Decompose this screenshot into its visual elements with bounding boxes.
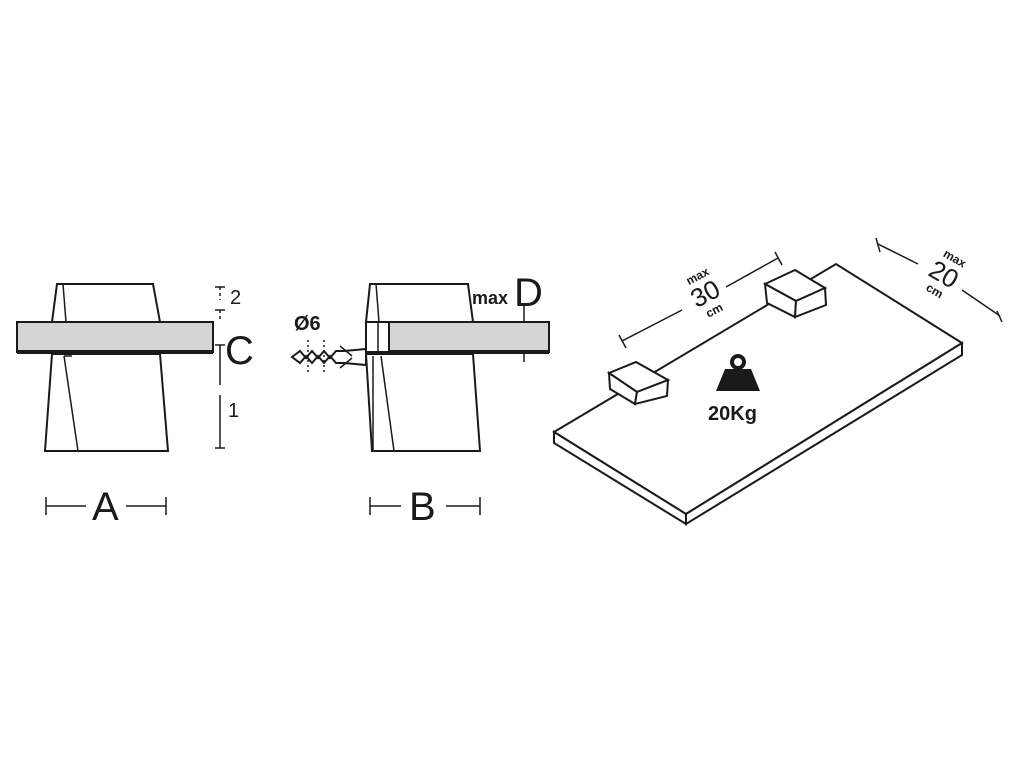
front-bracket-bottom [364,353,482,452]
side-bracket-bottom [43,353,170,452]
side-dim-top-label: 2 [230,287,241,309]
wall-plug-icon [290,340,367,372]
side-bracket-top [50,283,162,323]
weight-icon [716,354,760,391]
front-view: Ø6 max D B [290,271,550,529]
side-glass-label: C [225,329,254,373]
side-view: 2 C 1 A [16,283,254,529]
side-dim-bottom-label: 1 [228,400,239,422]
load-capacity-label: 20Kg [708,403,757,425]
side-width-label: A [92,485,119,529]
shelf-perspective: 20Kg max 30 cm max 20 cm [552,237,1003,526]
plug-diameter-label: Ø6 [294,313,321,335]
front-bracket-top [364,283,475,323]
front-width-label: B [409,485,436,529]
front-depth-prefix: max [472,288,508,308]
front-glass-shelf [388,321,550,353]
side-glass-shelf [16,321,214,353]
front-depth-label: D [514,271,543,315]
shelf-bracket-right [762,268,828,319]
shelf-bracket-left [606,360,671,406]
